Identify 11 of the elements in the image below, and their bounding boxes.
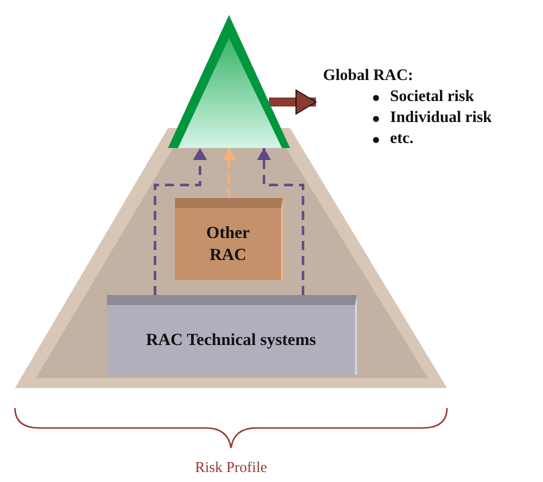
box-label: RAC Technical systems — [144, 328, 317, 351]
list-item: etc. — [390, 129, 414, 149]
dashed-arrow — [222, 148, 236, 198]
dashed-arrow — [154, 148, 207, 295]
list-item: Societal risk — [390, 87, 474, 107]
box-label: Other RAC — [205, 222, 251, 266]
brace-label: Risk Profile — [194, 460, 268, 477]
list-item: Individual risk — [390, 108, 492, 128]
dashed-arrow — [257, 148, 304, 295]
block-arrow — [268, 90, 316, 114]
list-heading: Global RAC: — [323, 66, 414, 86]
